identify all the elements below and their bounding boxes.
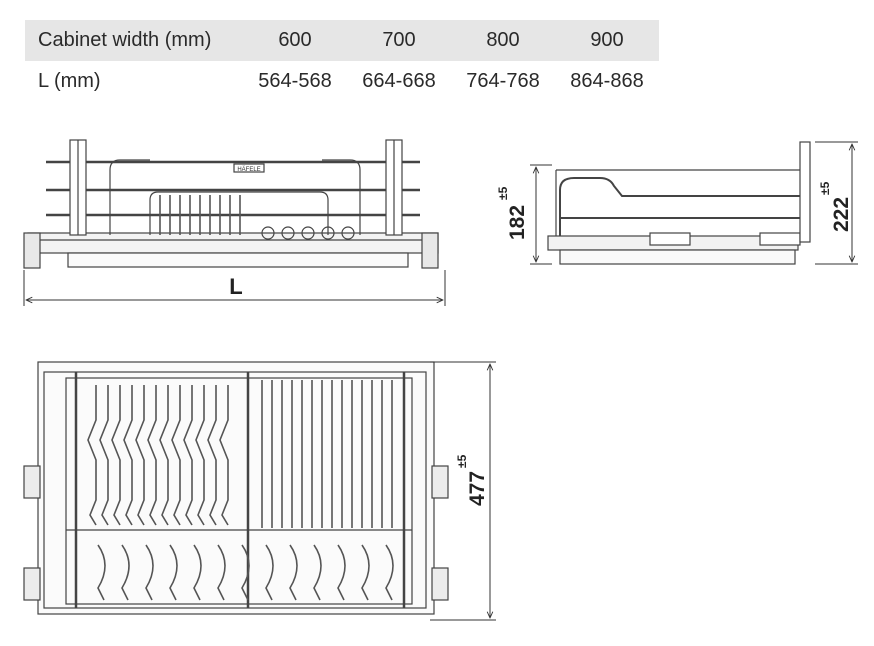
- front-view-bars: [159, 195, 241, 235]
- height-182-tolerance: ±5: [496, 186, 510, 200]
- row-cell: 764-768: [466, 70, 540, 92]
- top-view-bars: [87, 380, 394, 601]
- dimension-table: Cabinet width (mm) 600 700 800 900 L (mm…: [25, 20, 659, 102]
- depth-477-label: 477: [466, 471, 489, 506]
- height-182-label: 182: [506, 205, 529, 240]
- height-222-label: 222: [830, 197, 853, 232]
- row-cell: 664-668: [362, 70, 436, 92]
- table-row: L (mm) 564-568 664-668 764-768 864-868: [25, 61, 659, 102]
- brand-label: HÄFELE: [237, 166, 260, 173]
- table-header-row: Cabinet width (mm) 600 700 800 900: [25, 20, 659, 61]
- row-label: L (mm): [38, 70, 101, 92]
- header-label: Cabinet width (mm): [25, 20, 243, 61]
- top-view: [23, 361, 449, 615]
- row-cell: 564-568: [258, 70, 332, 92]
- depth-477-tolerance: ±5: [455, 454, 469, 468]
- header-cell: 900: [555, 20, 659, 61]
- header-cell: 800: [451, 20, 555, 61]
- front-view: [23, 139, 439, 269]
- l-dimension-label: L: [229, 274, 242, 299]
- row-cell: 864-868: [570, 70, 644, 92]
- height-222-tolerance: ±5: [818, 181, 832, 195]
- header-cell: 700: [347, 20, 451, 61]
- header-cell: 600: [243, 20, 347, 61]
- side-view: [547, 141, 811, 265]
